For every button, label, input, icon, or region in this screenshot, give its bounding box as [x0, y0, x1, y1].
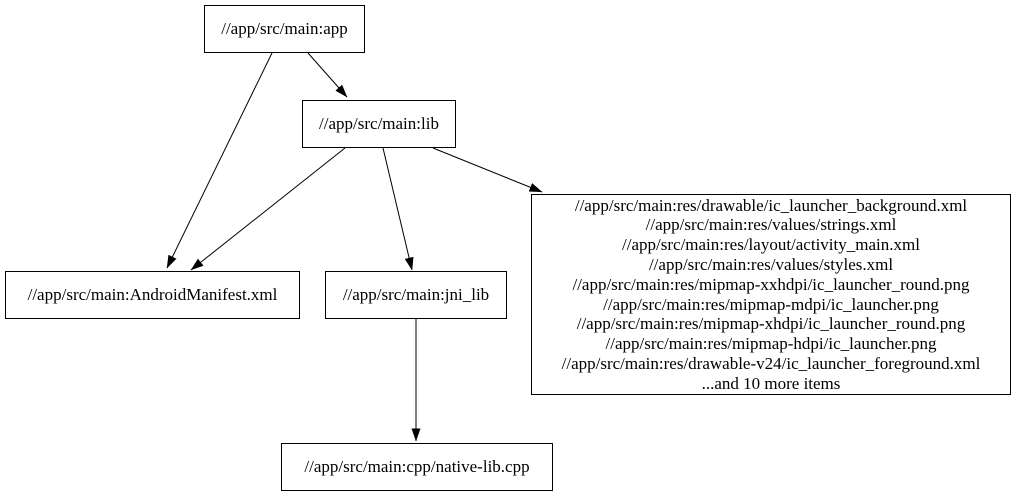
- node-resources-group: //app/src/main:res/drawable/ic_launcher_…: [531, 194, 1011, 395]
- edge-app-to-lib: [307, 52, 348, 98]
- node-app-target: //app/src/main:app: [204, 5, 365, 53]
- node-label: //app/src/main:cpp/native-lib.cpp: [304, 457, 530, 476]
- resource-item: //app/src/main:res/mipmap-xxhdpi/ic_laun…: [572, 274, 970, 294]
- node-label: //app/src/main:app: [221, 19, 348, 38]
- resource-item: //app/src/main:res/drawable-v24/ic_launc…: [561, 353, 981, 373]
- resource-item: //app/src/main:res/values/strings.xml: [645, 215, 897, 235]
- resource-item: //app/src/main:res/values/styles.xml: [648, 254, 894, 274]
- node-label: //app/src/main:lib: [319, 114, 439, 133]
- resource-item: ...and 10 more items: [701, 373, 841, 393]
- node-label: //app/src/main:jni_lib: [342, 285, 490, 304]
- edge-lib-to-resources: [432, 147, 543, 193]
- resource-item: //app/src/main:res/layout/activity_main.…: [622, 235, 920, 255]
- node-native-lib-cpp: //app/src/main:cpp/native-lib.cpp: [281, 443, 553, 491]
- node-label: //app/src/main:AndroidManifest.xml: [27, 285, 278, 304]
- edge-lib-to-jni_lib: [382, 147, 414, 271]
- resource-item: //app/src/main:res/mipmap-mdpi/ic_launch…: [603, 294, 939, 314]
- edge-app-to-android_manifest: [166, 52, 273, 269]
- node-android-manifest: //app/src/main:AndroidManifest.xml: [5, 271, 300, 319]
- edge-lib-to-android_manifest: [190, 147, 346, 271]
- resource-item: //app/src/main:res/mipmap-xhdpi/ic_launc…: [576, 314, 966, 334]
- resource-item: //app/src/main:res/mipmap-hdpi/ic_launch…: [605, 334, 937, 354]
- resource-item: //app/src/main:res/drawable/ic_launcher_…: [574, 195, 968, 215]
- node-lib-target: //app/src/main:lib: [302, 100, 456, 148]
- node-jni-lib: //app/src/main:jni_lib: [325, 271, 507, 319]
